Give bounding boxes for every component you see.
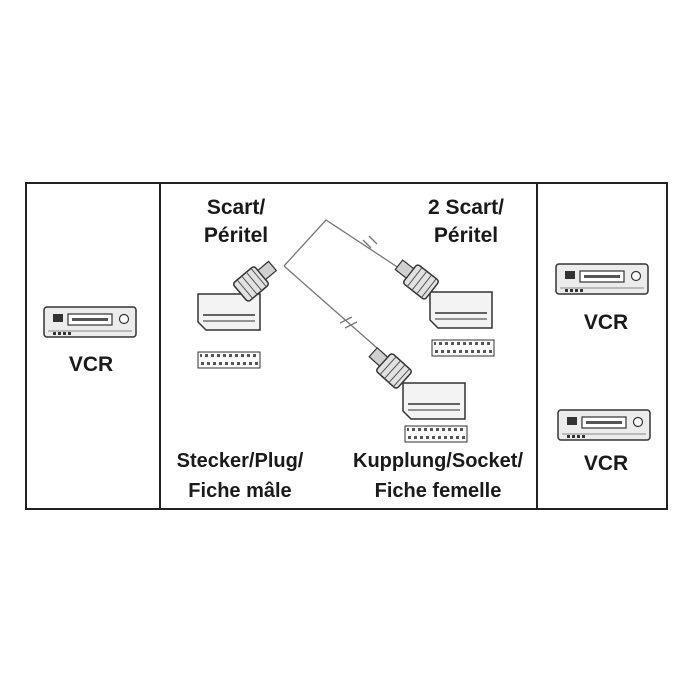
socket-top-label-line2: Péritel: [434, 224, 498, 247]
plug-bottom-label-line2: Fiche mâle: [188, 480, 291, 502]
scart-socket-icon: [368, 346, 468, 443]
socket-top-label-line1: 2 Scart/: [428, 196, 504, 219]
plug-bottom-label-line1: Stecker/Plug/: [177, 450, 304, 472]
plug-top-label-line2: Péritel: [204, 224, 268, 247]
scart-socket-icon: [394, 259, 495, 357]
socket-bottom-label-line1: Kupplung/Socket/: [353, 450, 523, 472]
vcr-icon: [557, 409, 651, 441]
vcr-label-left: VCR: [69, 353, 113, 376]
vcr-icon: [555, 263, 649, 295]
diagram-frame: [25, 182, 668, 510]
vcr-label-right-bottom: VCR: [584, 452, 628, 475]
cable-lines: [283, 219, 409, 356]
socket-bottom-label-line2: Fiche femelle: [375, 480, 502, 502]
plug-top-label-line1: Scart/: [207, 196, 266, 219]
scart-plug-icon: [197, 260, 278, 369]
vcr-icon: [43, 306, 137, 338]
vcr-label-right-top: VCR: [584, 311, 628, 334]
